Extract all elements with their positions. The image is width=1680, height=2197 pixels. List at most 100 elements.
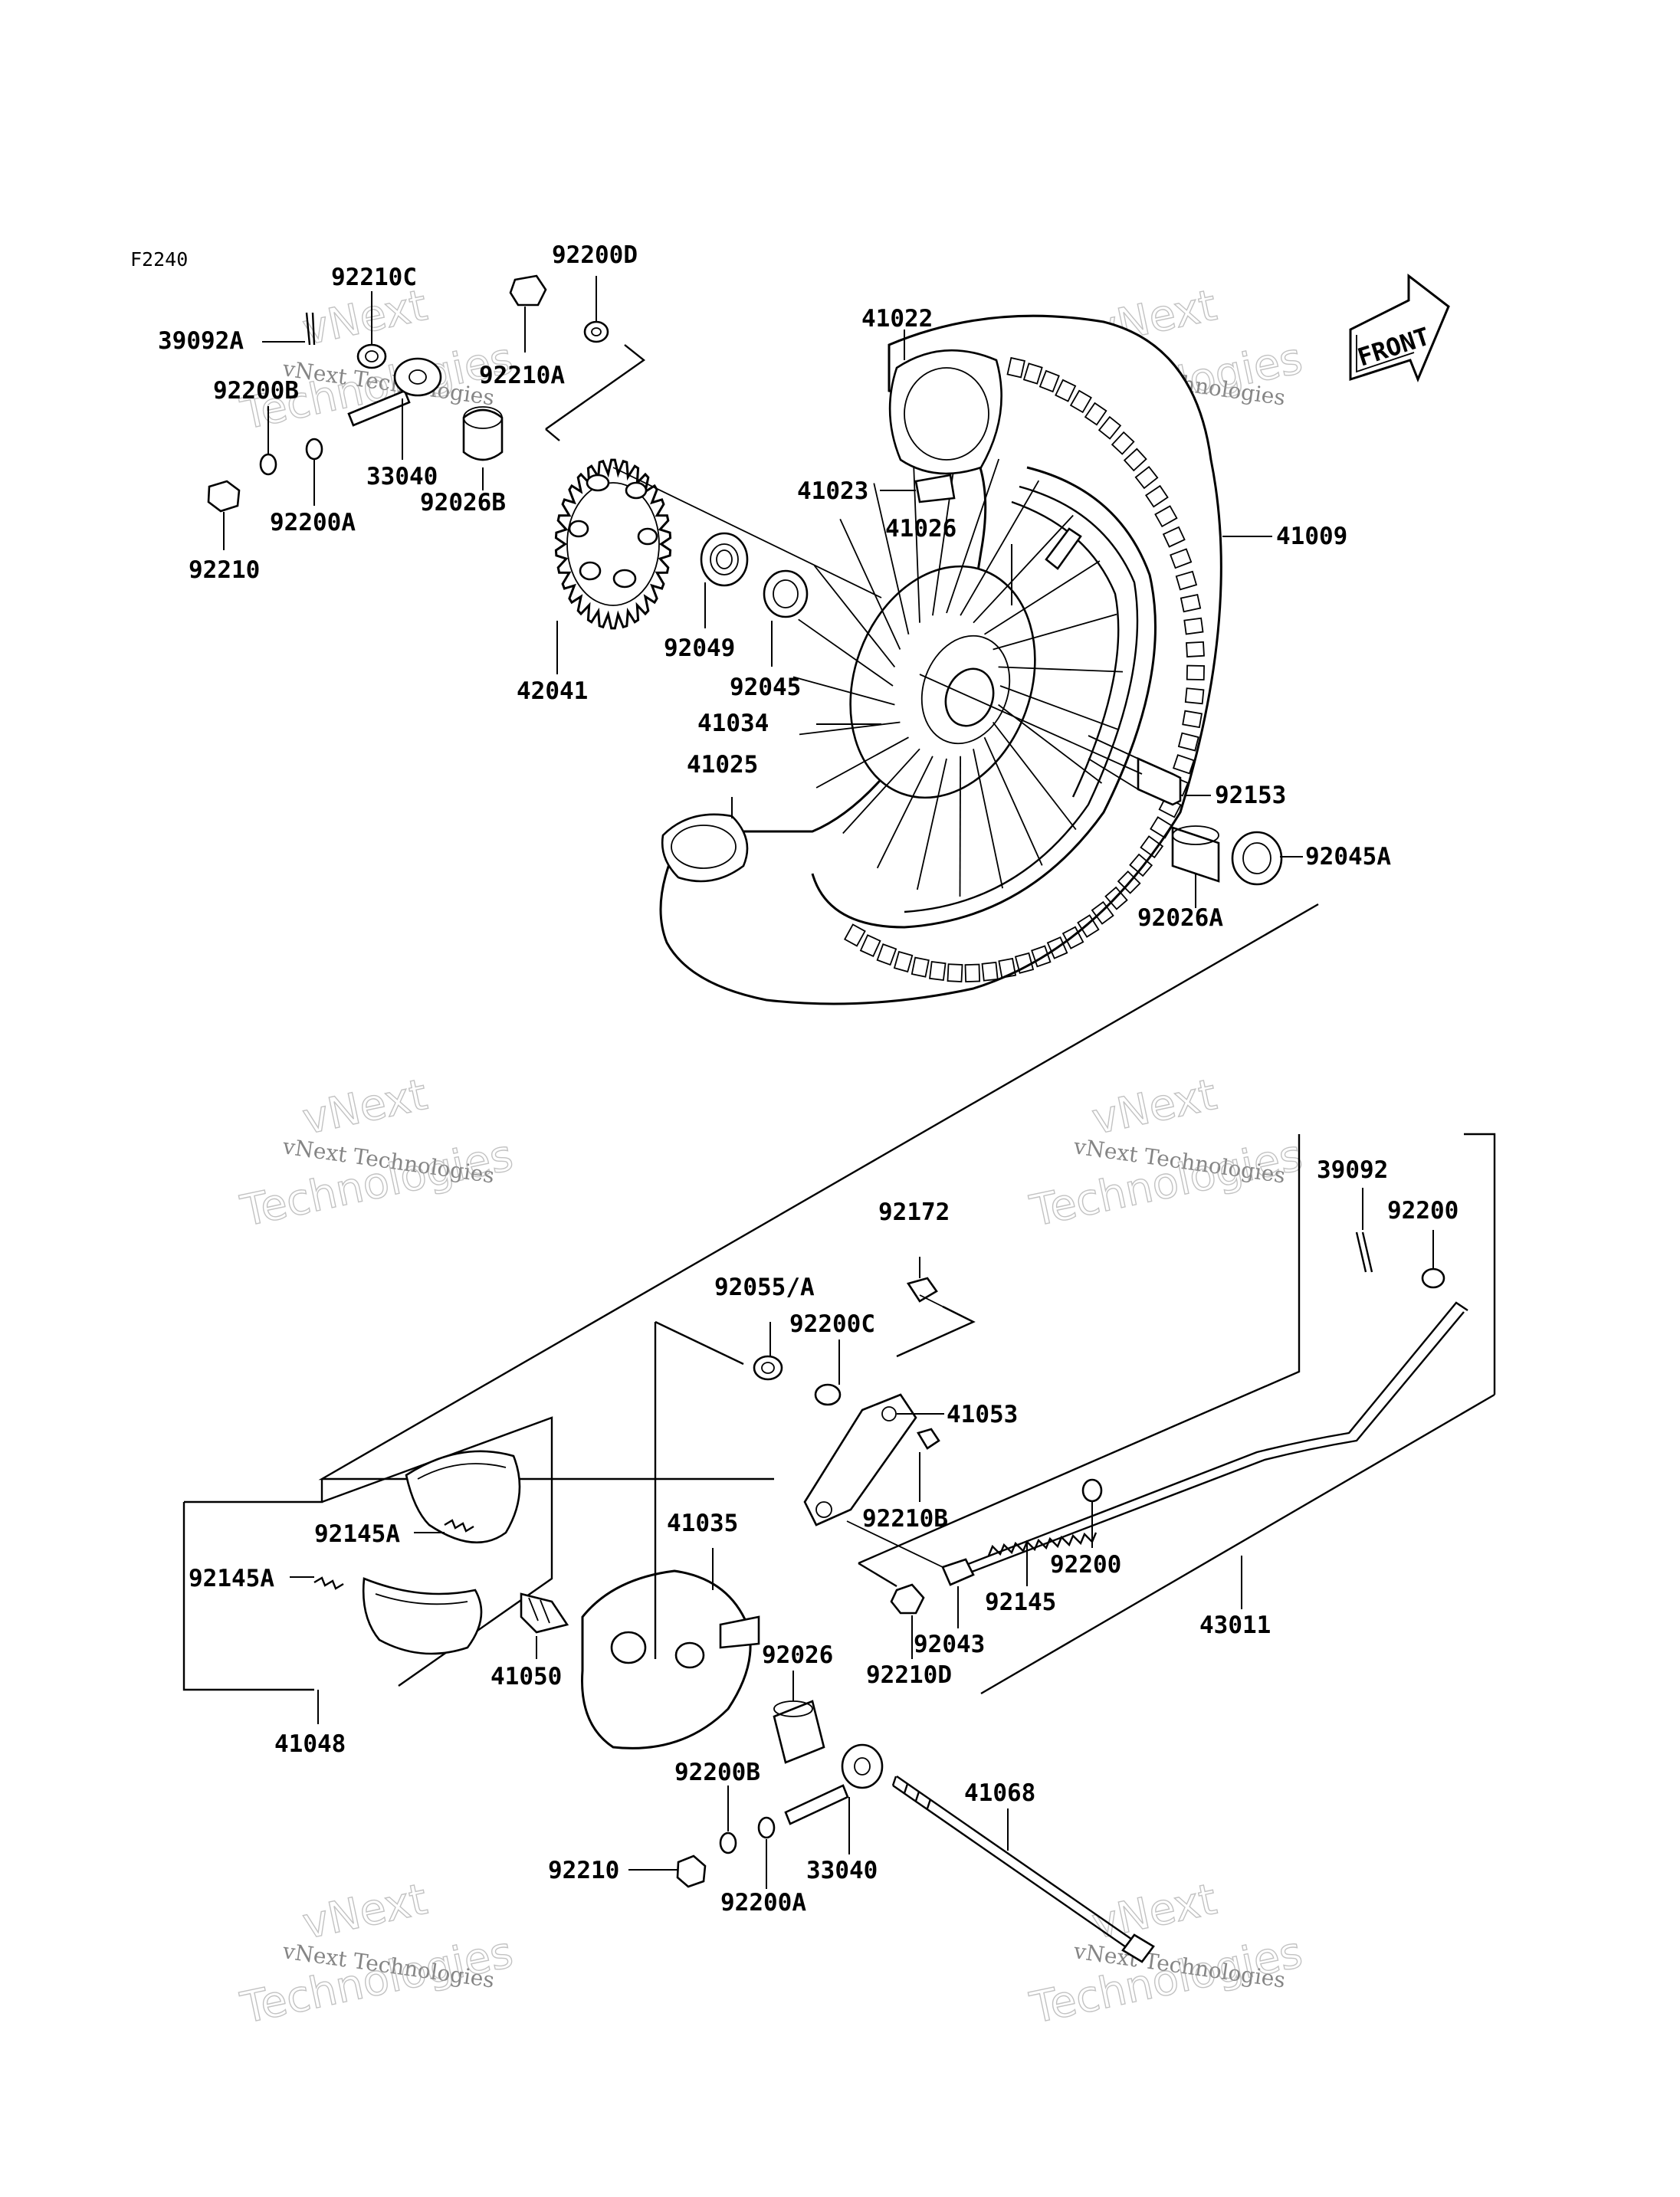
label-41034: 41034 [697, 710, 769, 737]
wheel-spoke [984, 560, 1101, 635]
label-39092a: 39092A [158, 327, 244, 355]
tire-tread-block [911, 956, 930, 978]
tire-tread-block [1055, 379, 1077, 402]
tire-tread-block [1182, 710, 1203, 729]
tire-tread-block [1022, 362, 1043, 385]
front-arrow-icon: FRONT [1349, 273, 1450, 382]
wheel-spoke [932, 451, 957, 616]
svg-text:vNext: vNext [1088, 1070, 1221, 1145]
wheel-spoke [839, 519, 901, 650]
tire-tread-block [947, 963, 963, 982]
chain-adjuster-33040-top [347, 357, 442, 427]
label-92200-top: 92200 [1387, 1197, 1459, 1225]
watermark-bottom-right: vNext vNext Technologies Technologies [1025, 1874, 1308, 2034]
watermark-mid-left: vNext vNext Technologies Technologies [236, 1069, 518, 1237]
tire-tread-block [964, 963, 981, 982]
collar-92026 [773, 1700, 825, 1764]
label-33040-bottom: 33040 [806, 1857, 878, 1884]
tire-tread-block [1186, 664, 1205, 680]
tube-41025 [661, 813, 749, 883]
tire-tread-block [1162, 526, 1186, 548]
bearing-92045 [763, 569, 809, 618]
tire-tread-block [1145, 484, 1169, 508]
label-92200a-top: 92200A [270, 509, 356, 536]
label-41048: 41048 [274, 1730, 346, 1758]
brake-shoe-upper [405, 1450, 521, 1544]
wheel-spoke [813, 565, 896, 667]
tire-tread-block [1031, 945, 1052, 968]
tire-tread-block [1117, 870, 1141, 894]
tire-tread-block [1104, 886, 1128, 910]
chain-adjuster-33040-bottom [784, 1743, 884, 1825]
svg-text:Technologies: Technologies [1025, 1927, 1306, 2034]
watermark-bottom-left: vNext vNext Technologies Technologies [236, 1874, 518, 2034]
wheel-spoke [973, 749, 1003, 889]
label-92200b-bottom: 92200B [674, 1759, 760, 1786]
wheel-spoke [792, 676, 895, 706]
spring-92145a-left [313, 1576, 344, 1590]
brake-cam-41050 [520, 1592, 569, 1634]
tire-tread-block [1150, 816, 1173, 839]
figure-code: F2240 [130, 248, 188, 271]
label-92026a: 92026A [1137, 904, 1223, 932]
label-92210d: 92210D [866, 1661, 952, 1689]
brake-shoe-lower [362, 1577, 483, 1655]
wheel-spoke [799, 721, 901, 736]
svg-text:vNext: vNext [1088, 1874, 1221, 1949]
collar-92026b [462, 406, 504, 461]
label-92145a-mid: 92145A [314, 1520, 400, 1548]
brake-panel-41035 [581, 1569, 760, 1749]
tire-tread-block [981, 961, 999, 982]
brake-rod-43011 [950, 1301, 1468, 1579]
tire-tread-block [1061, 926, 1084, 949]
wheel-spoke [873, 483, 910, 635]
washer-92055a [753, 1355, 783, 1381]
label-92200b-top: 92200B [213, 377, 299, 405]
tire-tread-block [893, 950, 914, 973]
tire-tread-block [1184, 687, 1205, 705]
label-92210-top: 92210 [189, 556, 260, 584]
nut-92210-top [207, 480, 241, 513]
label-92210a: 92210A [479, 362, 565, 389]
tire-tread-block [1154, 505, 1178, 528]
rear-axle-41068 [891, 1776, 1155, 1963]
label-92145: 92145 [985, 1589, 1056, 1616]
label-92043: 92043 [914, 1631, 985, 1658]
tube-41022 [888, 349, 1002, 475]
bearing-92049 [700, 532, 749, 587]
tire-tread-block [1134, 465, 1159, 490]
tire-tread-block [929, 960, 947, 982]
label-92200d: 92200D [552, 241, 638, 269]
nut-92210a [509, 274, 547, 307]
wheel-spoke [973, 514, 1074, 624]
tire-tread-block [1069, 389, 1092, 414]
tire-tread-block [1129, 853, 1153, 877]
washer-92200b-bottom [719, 1831, 737, 1854]
label-33040-top: 33040 [366, 463, 438, 490]
label-41022: 41022 [861, 305, 933, 333]
tire-tread-block [1091, 900, 1114, 925]
nut-92210b [917, 1428, 940, 1450]
wheel-spoke [960, 480, 1040, 616]
washer-92200d [583, 320, 609, 343]
joint-92043 [941, 1558, 975, 1586]
tire-tread-block [1046, 936, 1068, 959]
wheel-spoke [913, 460, 920, 623]
label-41035: 41035 [667, 1510, 738, 1537]
label-92026b: 92026B [420, 489, 506, 516]
tire-tread-block [876, 943, 897, 966]
collar-92026a [1171, 825, 1220, 883]
bolt-92172 [906, 1277, 943, 1307]
svg-text:Technologies: Technologies [236, 1927, 517, 2034]
wheel-spoke [946, 458, 1000, 614]
wheel-spoke [876, 756, 934, 869]
cotter-pin-39092a [305, 312, 316, 346]
washer-92200-top [1421, 1267, 1445, 1289]
tire-tread-block [1098, 415, 1122, 440]
label-92210b: 92210B [862, 1505, 948, 1533]
tire-tread-block [1077, 914, 1100, 938]
label-43011: 43011 [1199, 1612, 1271, 1639]
label-92210-bottom: 92210 [548, 1857, 619, 1884]
label-41053: 41053 [947, 1401, 1018, 1428]
